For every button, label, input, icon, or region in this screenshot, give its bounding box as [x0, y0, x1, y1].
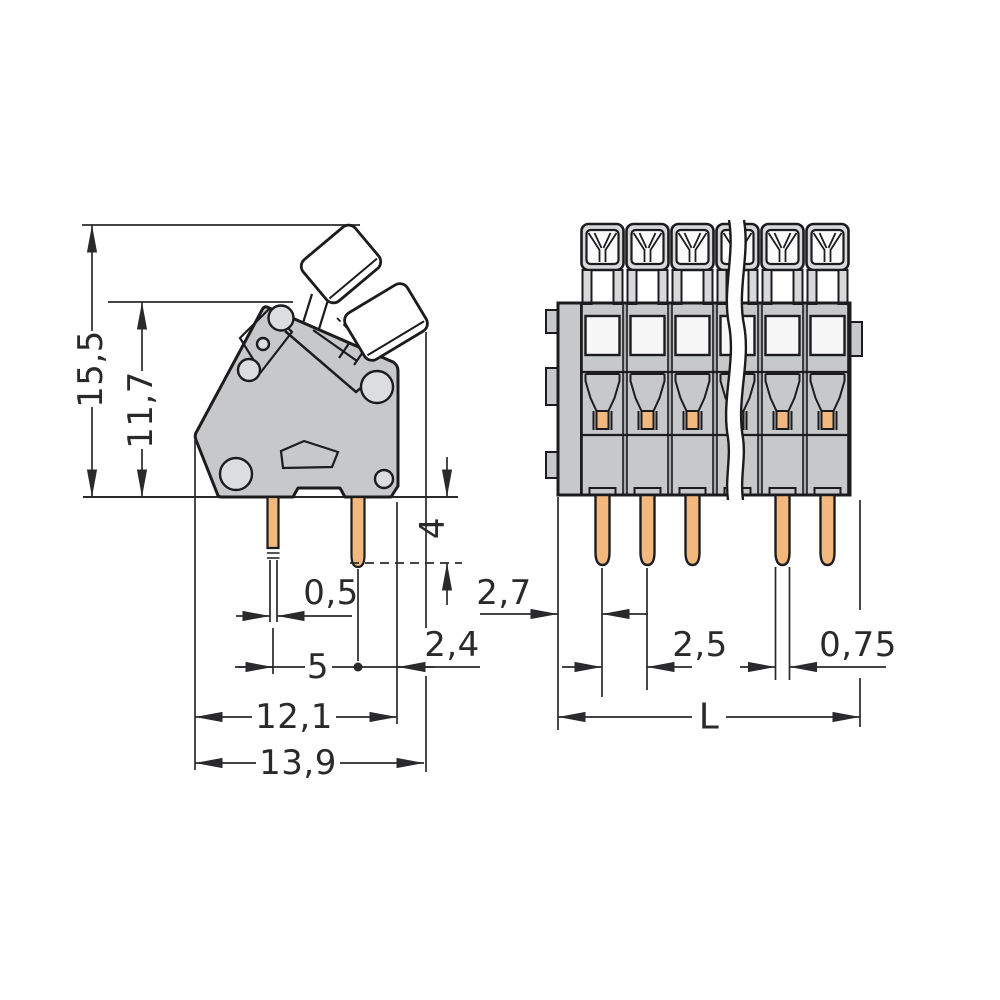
hole-small: [255, 336, 271, 352]
terminal-pole-5: [760, 222, 805, 497]
dim-label-pin-spacing: 5: [307, 647, 329, 687]
break-line: [724, 219, 748, 501]
terminal-pole-3: [670, 222, 715, 497]
hole-bottom-left: [218, 456, 254, 492]
dim-label-total-height: 15,5: [71, 330, 111, 408]
side-view: [82, 223, 458, 672]
push-lever-2: [343, 282, 429, 362]
terminal-pole-6: [805, 222, 850, 497]
dim-label-edge-to-first-pin: 2,7: [476, 573, 532, 613]
terminal-pole-1: [580, 222, 625, 497]
side-view-pin-right: [350, 495, 366, 672]
dim-label-body-height: 11,7: [121, 371, 161, 449]
hole-left: [236, 357, 262, 383]
dim-label-thin-pin-width: 0,5: [303, 573, 359, 613]
solder-pin-5: [774, 493, 791, 567]
strip-housing-outline: [556, 301, 852, 497]
solder-pin-1: [594, 493, 611, 567]
dim-label-body-width: 12,1: [255, 697, 333, 737]
solder-pin-2: [639, 493, 656, 567]
strip-pins: [594, 493, 836, 567]
hole-clamp: [359, 369, 395, 405]
front-view: [545, 219, 863, 567]
terminal-pole-2: [625, 222, 670, 497]
solder-pin-3: [684, 493, 701, 567]
solder-pin-6: [819, 493, 836, 567]
side-view-holes: [218, 304, 395, 492]
dim-label-total-width: 13,9: [259, 743, 337, 783]
dim-label-total-length: L: [699, 697, 720, 738]
dim-label-pin-width: 0,75: [819, 625, 897, 665]
housing-section-lines: [581, 370, 850, 437]
lever-linkage-lines: [301, 293, 366, 366]
side-view-pin-left: [266, 495, 280, 622]
push-lever-1: [299, 223, 383, 305]
dim-label-pin-length: 4: [413, 517, 453, 539]
dim-label-pin-edge-offset: 2,4: [424, 625, 480, 665]
dim-label-pole-pitch: 2,5: [672, 625, 728, 665]
hole-top: [267, 304, 295, 332]
dimension-lines: [86, 225, 886, 772]
hole-bottom-right: [373, 468, 395, 490]
dimension-labels: 15,5 11,7 4 0,5 5 2,4 12,1 13,9 2,7 2,5 …: [71, 330, 897, 783]
end-plate: [557, 302, 582, 496]
